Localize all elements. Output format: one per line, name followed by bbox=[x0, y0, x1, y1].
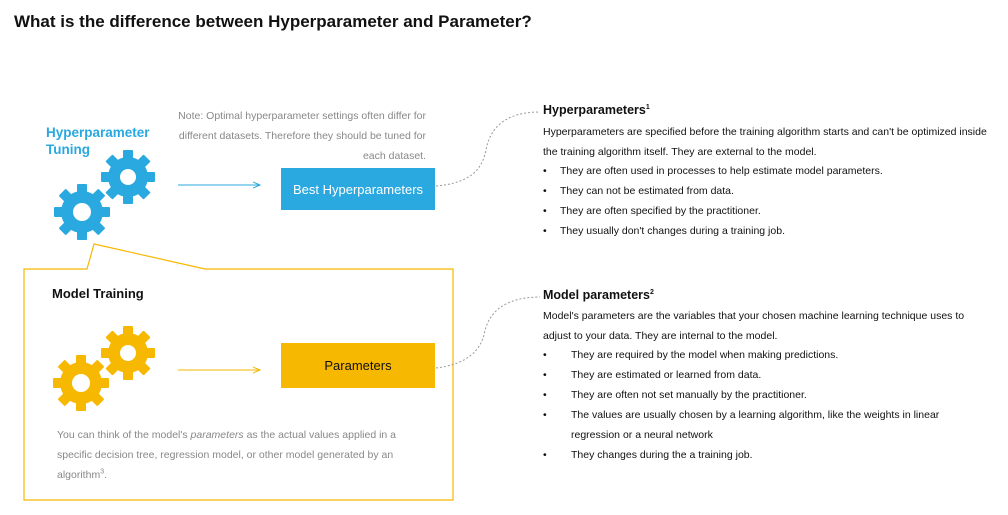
list-item: They are often specified by the practiti… bbox=[543, 201, 983, 221]
best-hyperparameters-box: Best Hyperparameters bbox=[281, 168, 435, 210]
list-item: The values are usually chosen by a learn… bbox=[543, 405, 983, 445]
hyperparameters-description: Hyperparameters are specified before the… bbox=[543, 126, 987, 158]
desc-emphasis: parameters bbox=[190, 429, 244, 441]
hyperparameters-footnote-ref: 1 bbox=[645, 103, 650, 111]
list-item: They are estimated or learned from data. bbox=[543, 365, 983, 385]
tuning-note: Note: Optimal hyperparameter settings of… bbox=[178, 110, 426, 162]
model-parameters-description: Model's parameters are the variables tha… bbox=[543, 310, 965, 342]
dotted-connector-hyperparameters bbox=[435, 111, 541, 187]
desc-after: as the actual values applied in a specif… bbox=[57, 429, 397, 481]
model-training-description: You can think of the model's parameters … bbox=[57, 425, 427, 485]
model-training-label: Model Training bbox=[52, 286, 144, 301]
list-item: They are often used in processes to help… bbox=[543, 161, 983, 181]
hyperparameter-tuning-label: Hyperparameter Tuning bbox=[46, 125, 150, 157]
list-item: They changes during the a training job. bbox=[543, 445, 983, 465]
dotted-connector-model-parameters bbox=[435, 296, 541, 369]
desc-before: You can think of the model's bbox=[57, 429, 191, 441]
hyperparameters-heading-text: Hyperparameters bbox=[543, 103, 646, 117]
list-item: They are often not set manually by the p… bbox=[543, 385, 983, 405]
model-parameters-footnote-ref: 2 bbox=[649, 288, 654, 296]
hyperparameters-bullet-list: They are often used in processes to help… bbox=[543, 161, 983, 241]
model-training-callout bbox=[23, 243, 454, 501]
desc-footnote-ref: 3 bbox=[100, 468, 105, 476]
parameters-box: Parameters bbox=[281, 343, 435, 388]
model-parameters-bullet-list: They are required by the model when maki… bbox=[543, 345, 983, 465]
hyperparameters-heading: Hyperparameters1 bbox=[543, 103, 650, 117]
list-item: They usually don't changes during a trai… bbox=[543, 221, 983, 241]
model-parameters-heading-text: Model parameters bbox=[543, 288, 650, 302]
list-item: They can not be estimated from data. bbox=[543, 181, 983, 201]
model-parameters-heading: Model parameters2 bbox=[543, 288, 654, 302]
page-title: What is the difference between Hyperpara… bbox=[14, 12, 532, 31]
blue-gears-icon bbox=[54, 150, 155, 240]
yellow-gears-icon bbox=[53, 326, 155, 411]
list-item: They are required by the model when maki… bbox=[543, 345, 983, 365]
desc-end: . bbox=[104, 469, 108, 481]
